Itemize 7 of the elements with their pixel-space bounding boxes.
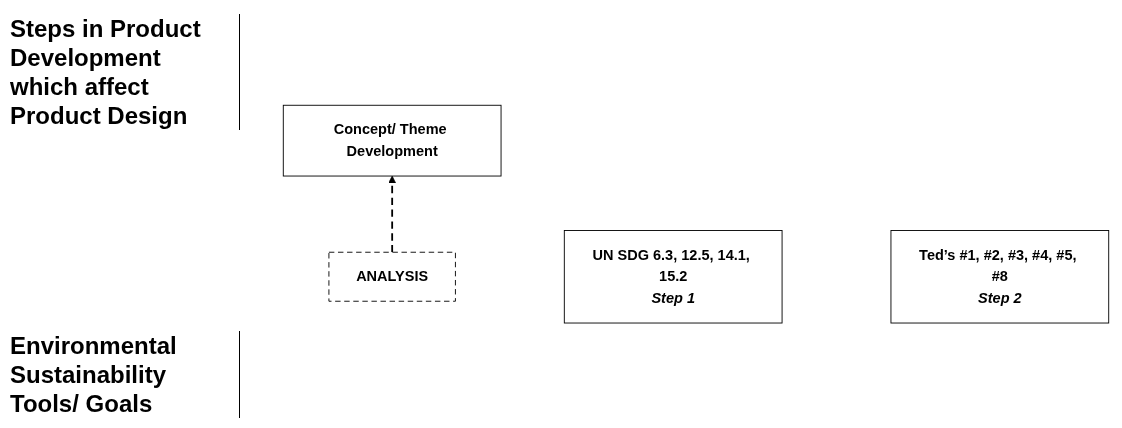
arrow [388,175,397,253]
node-box: Ted’s #1, #2, #3, #4, #5, #8 Step 2 [890,229,1110,324]
node-box: ANALYSIS [328,251,456,302]
row-heading: Environmental Sustainability Tools/ Goals [10,331,240,418]
node-box: UN SDG 6.3, 12.5, 14.1, 15.2 Step 1 [563,229,783,324]
row-heading: Steps in Product Development which affect Product Design [10,14,240,130]
node-box: Concept/ Theme Development [282,104,502,177]
